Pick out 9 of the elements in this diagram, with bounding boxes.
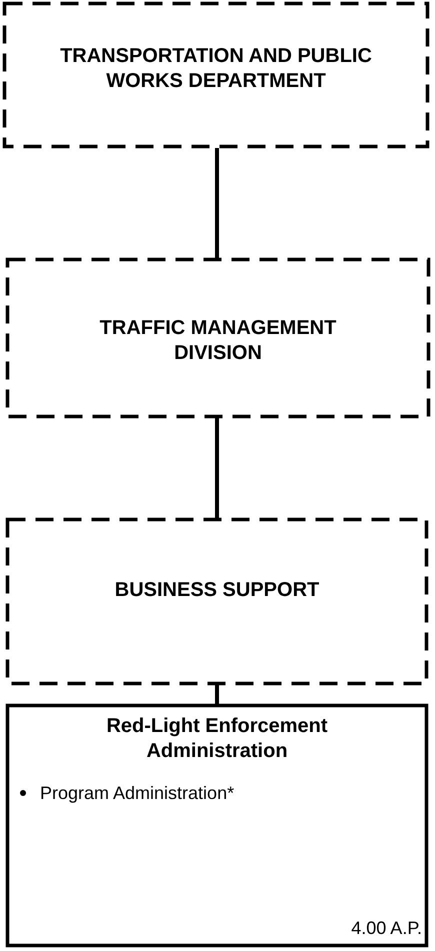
unit-title: TRAFFIC MANAGEMENT DIVISION	[98, 316, 338, 366]
connector-line	[215, 418, 219, 518]
unit-title: BUSINESS SUPPORT	[114, 578, 320, 603]
position-count: 4.00 A.P.	[351, 917, 422, 939]
unit-title: Red-Light Enforcement Administration	[105, 714, 329, 764]
connector-line	[215, 148, 219, 258]
unit-title: TRANSPORTATION AND PUBLIC WORKS DEPARTMENT	[59, 44, 373, 94]
connector-line	[215, 685, 219, 704]
bullet-item: Program Administration*	[20, 782, 420, 804]
